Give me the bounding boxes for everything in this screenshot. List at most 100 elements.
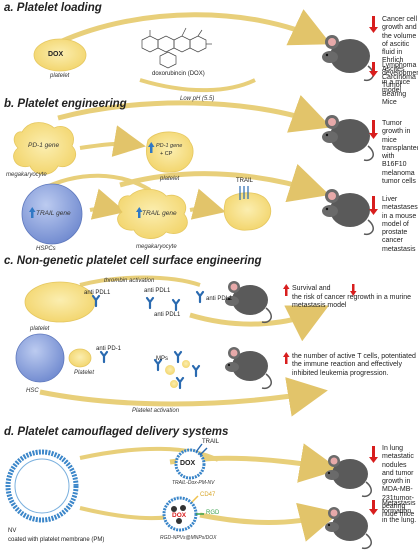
result-a1: Cancer cell growth and the volume of asc… <box>382 16 418 106</box>
megakaryocyte-cell <box>13 122 77 175</box>
hspcs-label: HSPCs <box>36 246 56 252</box>
doxorubicin-molecule-icon <box>141 27 212 69</box>
low-ph-arrow <box>139 78 256 93</box>
thrombin-label: thrombin activation <box>104 278 155 284</box>
delivery-arrow-1 <box>79 446 219 462</box>
particle2-label: RGD-NPVs@MNPs/DOX <box>160 535 217 541</box>
result-b1: Tumor growth in mice transplanted with B… <box>382 120 418 186</box>
result-a2: Lymphoma development in a mice model <box>382 62 418 94</box>
section-a-title: a. Platelet loading <box>4 2 102 14</box>
nanovesicle <box>5 449 79 523</box>
trail-gene-label-1: TRAIL gene <box>36 210 71 217</box>
trail-ligand-icon <box>195 443 208 456</box>
nv-label: NV <box>8 528 17 534</box>
rgd-label: RGD <box>206 510 220 516</box>
decrease-arrow-icon-b1 <box>369 120 378 139</box>
mouse-icon-c2 <box>225 347 272 390</box>
platelet-label-c: platelet <box>30 326 50 332</box>
decrease-arrow-icon-a1 <box>369 16 378 33</box>
decrease-arrow-icon-d2 <box>369 500 378 515</box>
platelet-activation-label: Platelet activation <box>132 408 180 414</box>
anti-pdl1-label-3: anti PDL1 <box>154 312 181 318</box>
mouse-icon-a <box>322 35 374 82</box>
loading-arrow <box>58 9 332 46</box>
mp-particle <box>170 380 178 388</box>
cd47-marker-icon <box>191 495 199 503</box>
platelet-label-b: platelet <box>160 176 180 182</box>
platelet-c-cell <box>24 281 96 323</box>
trail-gene-label-2: TRAIL gene <box>142 210 177 217</box>
result-c1a: Survival and <box>292 285 331 292</box>
engineering-arrow-2 <box>79 125 146 157</box>
mouse-icon-b1 <box>322 115 374 162</box>
low-ph-label: Low pH (5.5) <box>180 96 215 102</box>
pd1-cp-label: PD-1 gene <box>156 143 183 149</box>
mouse-icon-d2 <box>325 507 372 550</box>
trail-dox-particle <box>174 448 206 480</box>
trail-receptor-icon <box>239 186 249 200</box>
section-d-diagram <box>5 443 378 550</box>
engineering-arrow-5 <box>89 188 126 220</box>
hsc-label: HSC <box>26 388 39 394</box>
increase-arrow-icon-c1 <box>283 284 290 296</box>
anti-pd1-label: anti PD-1 <box>96 346 122 352</box>
result-b2: Liver metastases in a mouse model of pro… <box>382 196 418 253</box>
pd1-gene-label: PD-1 gene <box>28 142 60 149</box>
dox-label-d2: DOX <box>172 512 187 519</box>
blue-up-arrow-icon-b1 <box>148 142 155 153</box>
decrease-arrow-icon-c1 <box>350 284 357 296</box>
particle1-label: TRAIL-Dox-PM-NV <box>172 480 215 486</box>
section-a-diagram <box>33 9 378 93</box>
hspc-cell <box>21 183 83 245</box>
section-c-title: c. Non-genetic platelet cell surface eng… <box>4 255 262 267</box>
section-b-title: b. Platelet engineering <box>4 98 127 110</box>
engineering-arrow-1 <box>57 95 332 133</box>
mouse-icon-b2 <box>322 189 374 236</box>
increase-arrow-icon-c2 <box>283 352 290 364</box>
mp-particle <box>165 365 175 375</box>
engineering-arrow-4 <box>119 163 330 203</box>
blue-up-arrow-icon-b2 <box>29 207 36 218</box>
result-c1b: the risk of cancer regrowth in a murine … <box>292 294 412 310</box>
megakaryocyte-label: megakaryocyte <box>6 172 47 178</box>
cd47-label: CD47 <box>200 492 216 498</box>
nv-membrane-label: coated with platelet membrane (PM) <box>8 537 105 543</box>
antibody-icons <box>91 290 205 390</box>
small-platelet-cell <box>68 348 92 368</box>
mps-label: MPs <box>156 356 168 362</box>
platelet-label-a: platelet <box>50 73 70 79</box>
trail-label-d: TRAIL <box>202 439 220 445</box>
dox-platelet <box>33 38 87 72</box>
dox-label: DOX <box>48 51 64 58</box>
engineering-arrow-6 <box>189 188 226 220</box>
hsc-cell <box>15 333 65 383</box>
result-d2: Metastasis formation in the lung. <box>382 500 417 524</box>
blue-up-arrow-icon-b3 <box>136 207 143 218</box>
decrease-arrow-icon-d1 <box>369 446 378 463</box>
mouse-icon-c1 <box>225 281 272 324</box>
dox-label-d1: DOX <box>180 460 196 467</box>
section-b-diagram <box>13 95 378 245</box>
activation-arrow <box>39 377 328 417</box>
thrombin-arrow <box>79 275 201 287</box>
surface-arrow-1 <box>189 305 329 342</box>
decrease-arrow-icon-b2 <box>369 196 378 215</box>
megakaryocyte-cell-2 <box>117 188 188 239</box>
platelet-label-c2: Platelet <box>74 370 95 376</box>
decrease-arrow-icon-a2 <box>369 62 378 77</box>
result-d1: In lung metastatic nodules and tumor gro… <box>382 445 415 519</box>
trail-label-b: TRAIL <box>236 178 254 184</box>
megakaryocyte-label-2: megakaryocyte <box>136 244 177 250</box>
section-d-title: d. Platelet camouflaged delivery systems <box>4 426 229 438</box>
cp-label: + CP <box>160 151 173 157</box>
drug-label: doxorubincin (DOX) <box>152 71 205 77</box>
anti-pdl1-label-4: anti PDL1 <box>206 296 233 302</box>
anti-pdl1-label-2: anti PDL1 <box>144 288 171 294</box>
section-c-diagram <box>15 275 357 417</box>
mouse-icon-d1 <box>325 455 372 498</box>
anti-pdl1-label-1: anti PDL1 <box>84 290 111 296</box>
pd1-platelet-cell <box>146 131 194 173</box>
result-c2: the number of active T cells, potentiate… <box>292 353 416 377</box>
delivery-arrow-4 <box>199 502 340 542</box>
